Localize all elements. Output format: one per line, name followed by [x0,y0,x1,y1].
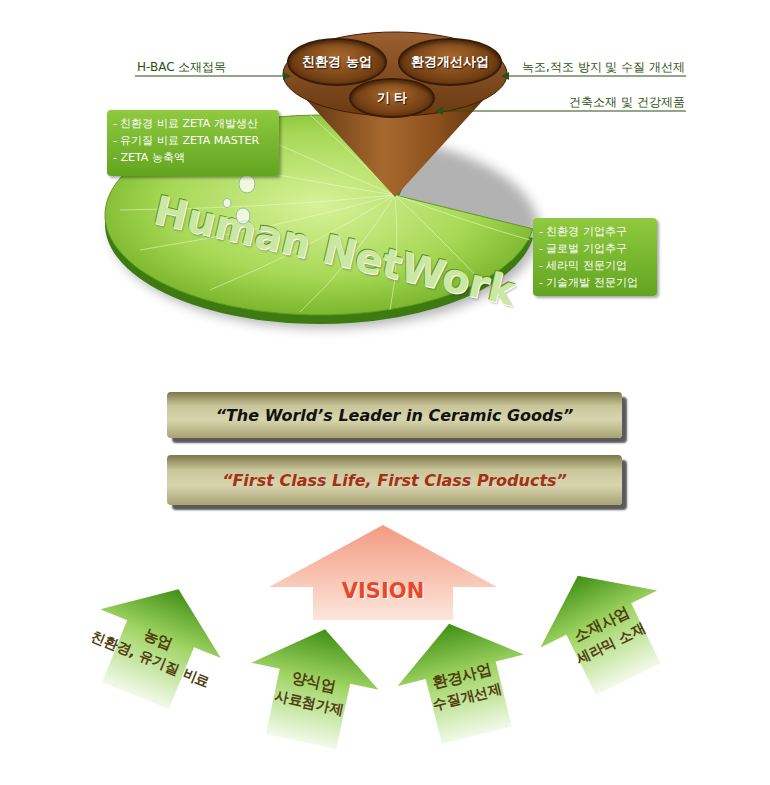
circle-label: 친환경 농업 [302,53,372,71]
bullet-item: - 친환경 비료 ZETA 개발생산 [113,115,273,132]
slogan-bar: “First Class Life, First Class Products” [167,455,622,505]
leader-line [135,75,290,76]
vision-label-wrap: VISION [268,579,498,603]
cone-top [283,32,507,116]
business-arrow: 환경사업수질개선제 [386,608,540,751]
slogan-text: “The World’s Leader in Ceramic Goods” [216,406,574,425]
callout-label: 녹조,적조 방지 및 수질 개선제 [522,59,685,76]
business-arrow: 농업친환경, 유기질 비료 [75,565,239,720]
bullet-item: - 세라믹 전문기업 [539,257,651,274]
bullet-item: - 친환경 기업추구 [539,223,651,240]
bullet-item: - 글로벌 기업추구 [539,240,651,257]
cone-circle: 친환경 농업 [287,38,387,86]
leader-line [436,110,686,111]
vision-arrow: VISION [268,525,498,620]
green-note-box: - 친환경 비료 ZETA 개발생산- 유기질 비료 ZETA MASTER- … [107,110,279,176]
cone-circle: 기 타 [349,78,435,118]
business-arrow: 소재사업세라믹 소재 [519,547,686,707]
circle-label: 환경개선사업 [411,53,489,71]
business-arrow: 양식업사료첨가제 [237,616,388,756]
slogan-text: “First Class Life, First Class Products” [222,471,567,490]
leader-line [502,75,686,76]
bullet-item: - 기술개발 전문기업 [539,274,651,291]
green-note-box: - 친환경 기업추구- 글로벌 기업추구- 세라믹 전문기업- 기술개발 전문기… [533,218,657,296]
cone-circle: 환경개선사업 [398,38,502,86]
slogan-bar: “The World’s Leader in Ceramic Goods” [167,392,622,438]
circle-label: 기 타 [377,89,408,107]
vision-label: VISION [268,579,498,603]
callout-label: 건축소재 및 건강제품 [569,94,685,111]
vision-arrow-shape [268,525,498,620]
callout-label: H-BAC 소재접목 [137,59,226,76]
bullet-item: - ZETA 농축액 [113,149,273,166]
bullet-item: - 유기질 비료 ZETA MASTER [113,132,273,149]
